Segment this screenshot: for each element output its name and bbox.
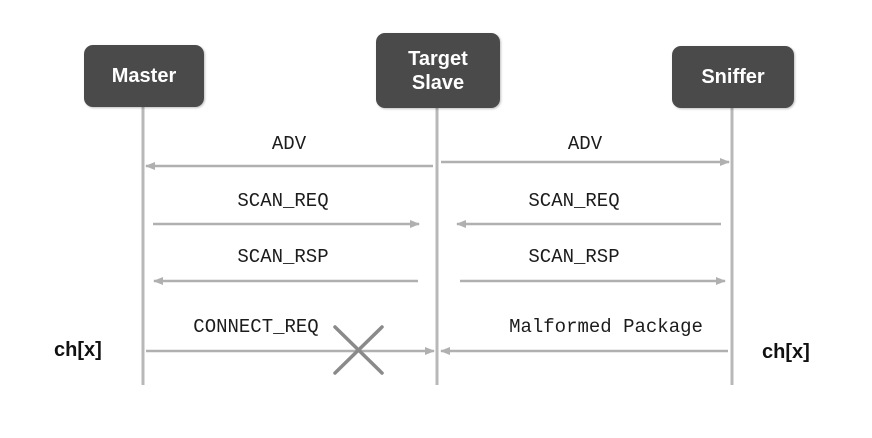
scan-rsp-label-left: SCAN_RSP	[237, 246, 329, 268]
channel-label-left: ch[x]	[54, 339, 102, 361]
target-label-line1: Target	[408, 47, 468, 70]
malformed-package-label: Malformed Package	[509, 316, 703, 338]
sniffer-label: Sniffer	[701, 66, 765, 88]
target-label-line2: Slave	[411, 71, 465, 94]
target-slave-node: Target Slave	[376, 33, 500, 108]
scan-req-label-left: SCAN_REQ	[237, 190, 329, 212]
blocked-cross-icon	[333, 325, 384, 375]
adv-label-left: ADV	[271, 133, 307, 155]
sniffer-node: Sniffer	[672, 46, 794, 108]
master-node: Master	[84, 45, 204, 107]
scan-rsp-label-right: SCAN_RSP	[528, 246, 620, 268]
adv-label-right: ADV	[567, 133, 603, 155]
connect-req-label: CONNECT_REQ	[193, 316, 319, 338]
master-label: Master	[111, 65, 177, 87]
scan-req-label-right: SCAN_REQ	[528, 190, 620, 212]
channel-label-right: ch[x]	[762, 341, 810, 363]
